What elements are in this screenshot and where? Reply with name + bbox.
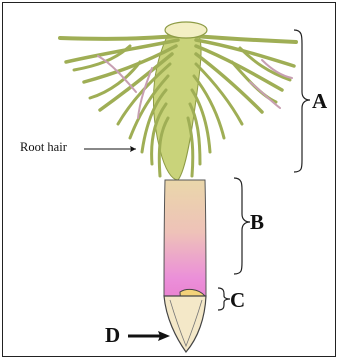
bracket-a: [294, 30, 310, 172]
elongation-zone: [164, 180, 206, 296]
bracket-c: [218, 288, 230, 310]
root-top: [165, 22, 207, 38]
label-d: D: [105, 323, 120, 348]
root-hair-label: Root hair: [20, 140, 67, 155]
label-b: B: [250, 210, 264, 235]
bracket-b: [234, 178, 250, 274]
label-a: A: [312, 89, 327, 114]
root-hair-zone: [60, 30, 296, 180]
label-c: C: [230, 288, 245, 313]
